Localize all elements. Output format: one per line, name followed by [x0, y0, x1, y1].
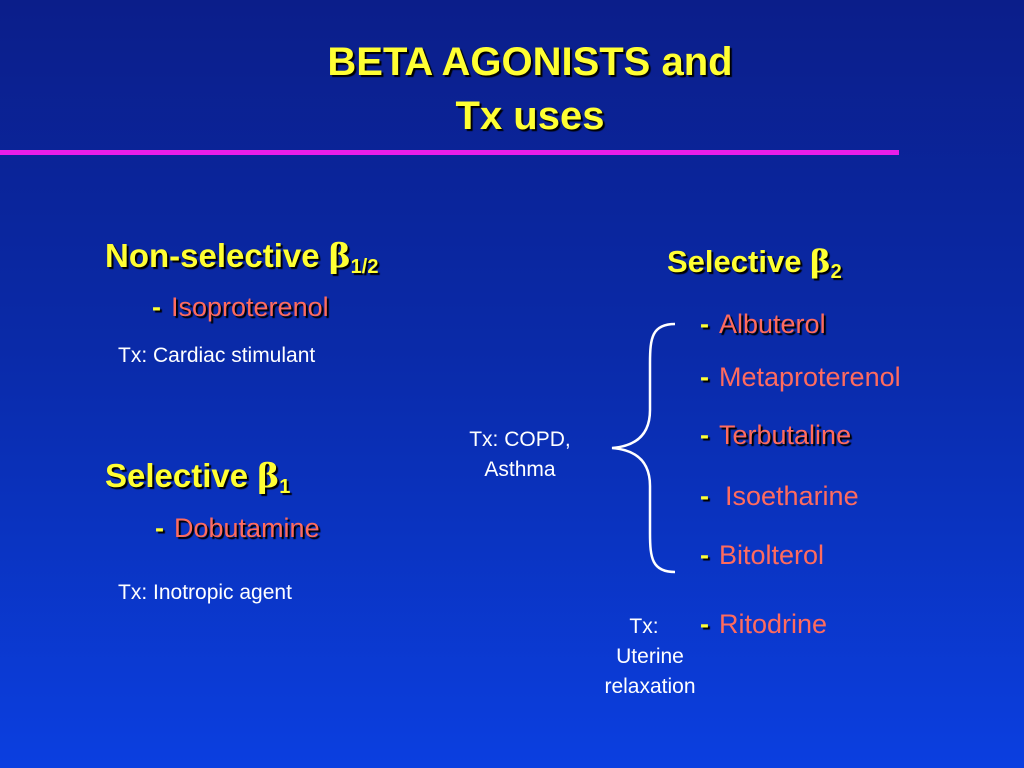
nonselective-tx: Tx: Cardiac stimulant	[118, 344, 316, 367]
tx-copd-line2: Asthma	[484, 458, 556, 481]
drug-name-metaproterenol: Metaproterenol	[719, 362, 901, 392]
tx-uterine-relaxation: Tx: Uterine relaxation	[570, 612, 730, 702]
nonselective-subscript: 1/2	[350, 256, 379, 278]
drug-name-ritodrine: Ritodrine	[719, 609, 828, 639]
tx-copd-line1: Tx: COPD,	[469, 428, 571, 451]
terbutaline-item: -Terbutaline	[700, 420, 851, 451]
selective-b2-heading-text: Selective	[667, 244, 811, 279]
bitolterol-item: -Bitolterol	[700, 540, 824, 571]
drug-name-isoproterenol: Isoproterenol	[171, 292, 329, 322]
selective-b1-heading-text: Selective	[105, 457, 258, 494]
tx-uterine-line2: Uterine	[616, 645, 684, 668]
drug-name-dobutamine: Dobutamine	[174, 513, 320, 543]
list-dash: -	[700, 481, 709, 511]
drug-name-albuterol: Albuterol	[719, 309, 826, 339]
title-divider	[0, 150, 899, 155]
isoetharine-item: -Isoetharine	[700, 481, 859, 512]
curly-brace-icon	[611, 322, 676, 574]
drug-name-isoetharine: Isoetharine	[725, 481, 859, 511]
slide-title-line1: BETA AGONISTS and	[327, 40, 733, 84]
ritodrine-item: -Ritodrine	[700, 609, 827, 640]
drug-name-terbutaline: Terbutaline	[719, 420, 852, 450]
selective-b1-subscript: 1	[279, 476, 291, 498]
selective-b2-subscript: 2	[830, 261, 842, 283]
albuterol-item: -Albuterol	[700, 309, 826, 340]
selective-b1-heading: Selective β1	[105, 456, 290, 499]
slide-title-line2: Tx uses	[455, 94, 605, 138]
tx-uterine-line3: relaxation	[604, 675, 696, 698]
list-dash: -	[700, 420, 709, 450]
dobutamine-item: -Dobutamine	[155, 513, 320, 544]
tx-copd-asthma: Tx: COPD, Asthma	[440, 425, 600, 485]
nonselective-heading-text: Non-selective	[105, 237, 329, 274]
list-dash: -	[155, 513, 164, 543]
selective-b1-tx: Tx: Inotropic agent	[118, 581, 292, 604]
list-dash: -	[700, 540, 709, 570]
tx-uterine-line1: Tx:	[629, 615, 659, 638]
metaproterenol-item: -Metaproterenol	[700, 362, 901, 393]
beta-symbol: β	[810, 244, 831, 280]
list-dash: -	[700, 309, 709, 339]
list-dash: -	[700, 609, 709, 639]
isoproterenol-item: -Isoproterenol	[152, 292, 329, 323]
selective-b2-heading: Selective β2	[667, 244, 842, 284]
drug-name-bitolterol: Bitolterol	[719, 540, 825, 570]
list-dash: -	[152, 292, 161, 322]
nonselective-heading: Non-selective β1/2	[105, 236, 378, 279]
list-dash: -	[700, 362, 709, 392]
beta-symbol: β	[328, 236, 351, 275]
beta-symbol: β	[257, 456, 280, 495]
